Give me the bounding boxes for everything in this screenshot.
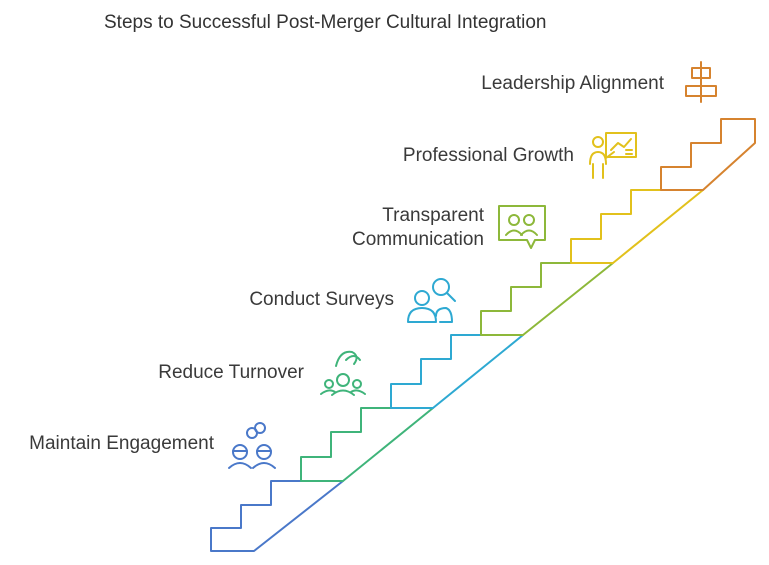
alignment-icon <box>685 61 717 103</box>
engagement-people-icon <box>228 422 276 469</box>
chat-people-icon <box>498 205 546 249</box>
step-label-transparent-communication: Transparent Communication <box>284 204 484 252</box>
step-label-reduce-turnover: Reduce Turnover <box>158 362 304 383</box>
step-label-maintain-engagement: Maintain Engagement <box>29 433 214 454</box>
person-search-icon <box>407 278 456 323</box>
stair-segment-6 <box>660 118 756 191</box>
diagram-title: Steps to Successful Post-Merger Cultural… <box>104 12 547 33</box>
step-label-leadership-alignment: Leadership Alignment <box>481 73 664 94</box>
step-label-conduct-surveys: Conduct Surveys <box>249 289 394 310</box>
stair-segment-3 <box>390 334 524 409</box>
team-retention-icon <box>320 350 366 396</box>
stair-segment-1 <box>210 480 344 552</box>
presenter-chart-icon <box>589 132 637 179</box>
step-label-text: Transparent Communication <box>352 205 484 250</box>
step-label-professional-growth: Professional Growth <box>402 145 574 166</box>
stair-segment-2 <box>300 407 434 482</box>
stair-segment-4 <box>480 262 614 336</box>
stair-segment-5 <box>570 189 704 264</box>
